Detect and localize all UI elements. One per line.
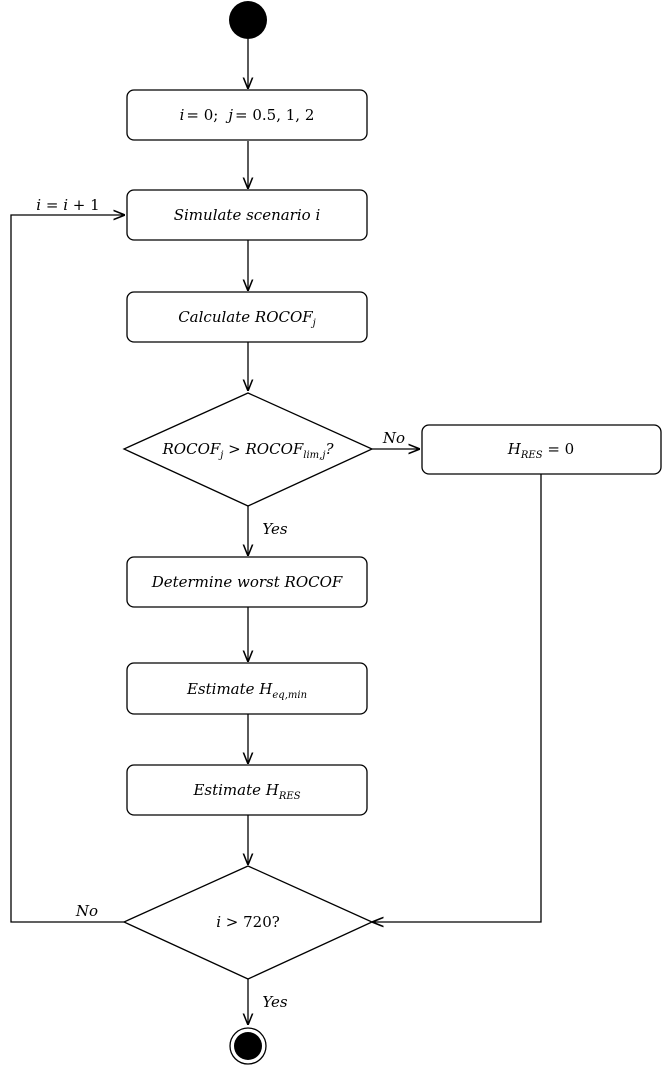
hres-text: Estimate HRES bbox=[192, 781, 300, 802]
yes-label-2: Yes bbox=[262, 993, 287, 1011]
simulate-box bbox=[126, 189, 368, 241]
calc-box bbox=[126, 291, 368, 343]
hres-box bbox=[126, 764, 368, 816]
decision-scenario-text: i > 720? bbox=[216, 913, 280, 931]
hres-zero-text: HRES = 0 bbox=[507, 440, 574, 461]
worst-rocof-text: Determine worst ROCOF bbox=[151, 573, 343, 591]
edge-loop-back bbox=[10, 215, 125, 923]
loop-increment-label: i = i + 1 bbox=[36, 196, 99, 214]
end-node-inner bbox=[234, 1032, 262, 1060]
worst-rocof-box bbox=[126, 556, 368, 608]
calc-text: Calculate ROCOFj bbox=[178, 308, 316, 329]
decision-rocof-text: ROCOFj > ROCOFlim,j? bbox=[162, 440, 335, 461]
hres-zero-box bbox=[421, 424, 662, 475]
edge-hreszero-decision2 bbox=[372, 474, 542, 922]
no-label-2: No bbox=[75, 902, 98, 920]
init-box bbox=[126, 89, 368, 141]
heq-box bbox=[126, 662, 368, 715]
decision-scenario-count bbox=[122, 865, 374, 980]
yes-label-1: Yes bbox=[262, 520, 287, 538]
simulate-text: Simulate scenario i bbox=[174, 206, 321, 224]
decision-rocof-limit bbox=[122, 392, 374, 507]
start-node bbox=[229, 1, 267, 39]
init-text: i= 0;j= 0.5, 1, 2 bbox=[180, 106, 315, 124]
no-label-1: No bbox=[382, 429, 405, 447]
heq-text: Estimate Heq,min bbox=[186, 680, 307, 701]
